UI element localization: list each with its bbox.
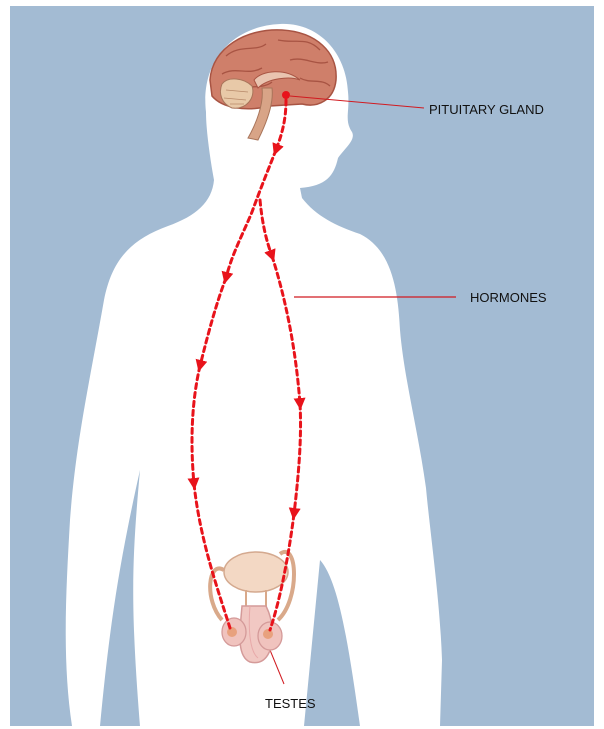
testes-label: TESTES: [265, 696, 316, 711]
pituitary-gland-label: PITUITARY GLAND: [429, 102, 544, 117]
hormones-label: HORMONES: [470, 290, 547, 305]
pituitary-gland: [282, 91, 290, 99]
